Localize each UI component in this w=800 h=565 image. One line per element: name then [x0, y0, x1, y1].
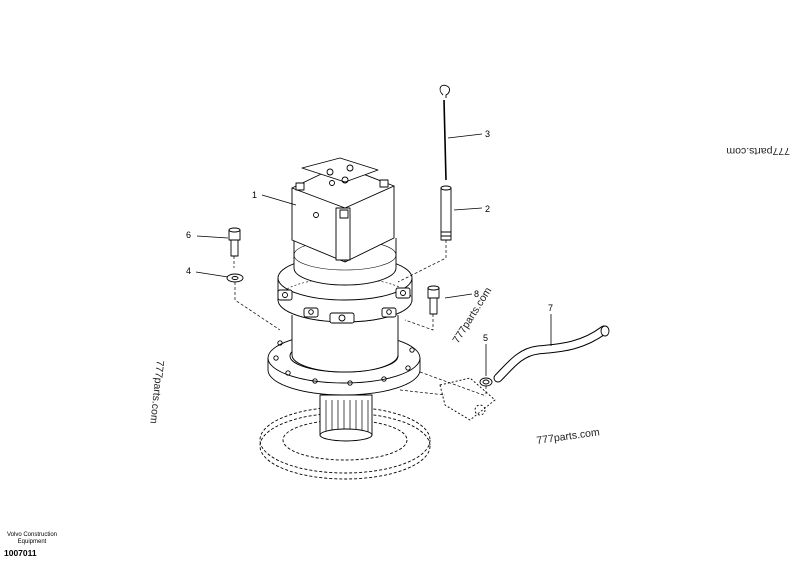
footer-block: Volvo Construction Equipment 1007011	[4, 532, 60, 558]
leader-lines	[195, 133, 552, 376]
washer-4	[226, 273, 244, 283]
lower-housing	[291, 315, 399, 373]
callout-2: 2	[485, 204, 490, 214]
bolt-8	[427, 285, 440, 315]
dipstick	[439, 84, 450, 181]
callout-8: 8	[474, 289, 479, 299]
callout-4: 4	[186, 266, 191, 276]
brand-line-2: Equipment	[17, 539, 47, 545]
bolt-6	[228, 227, 241, 257]
watermark-left: 777parts.com	[147, 360, 166, 425]
drawing-number: 1007011	[4, 548, 37, 558]
hose-7	[493, 325, 610, 383]
motor-block	[291, 157, 395, 263]
guide-pipe	[440, 185, 452, 241]
brand-line-1: Volvo Construction	[6, 532, 58, 538]
pinion-shaft	[319, 394, 373, 442]
nut-5	[479, 377, 493, 387]
watermark-top-right: 777parts.com	[726, 145, 790, 157]
callout-3: 3	[485, 129, 490, 139]
assembly-lines	[233, 240, 487, 397]
watermark-bottom: 777parts.com	[536, 426, 601, 447]
callout-6: 6	[186, 230, 191, 240]
drain-fitting	[439, 377, 496, 421]
callout-1: 1	[252, 190, 257, 200]
callout-5: 5	[483, 333, 488, 343]
callout-7: 7	[548, 303, 553, 313]
